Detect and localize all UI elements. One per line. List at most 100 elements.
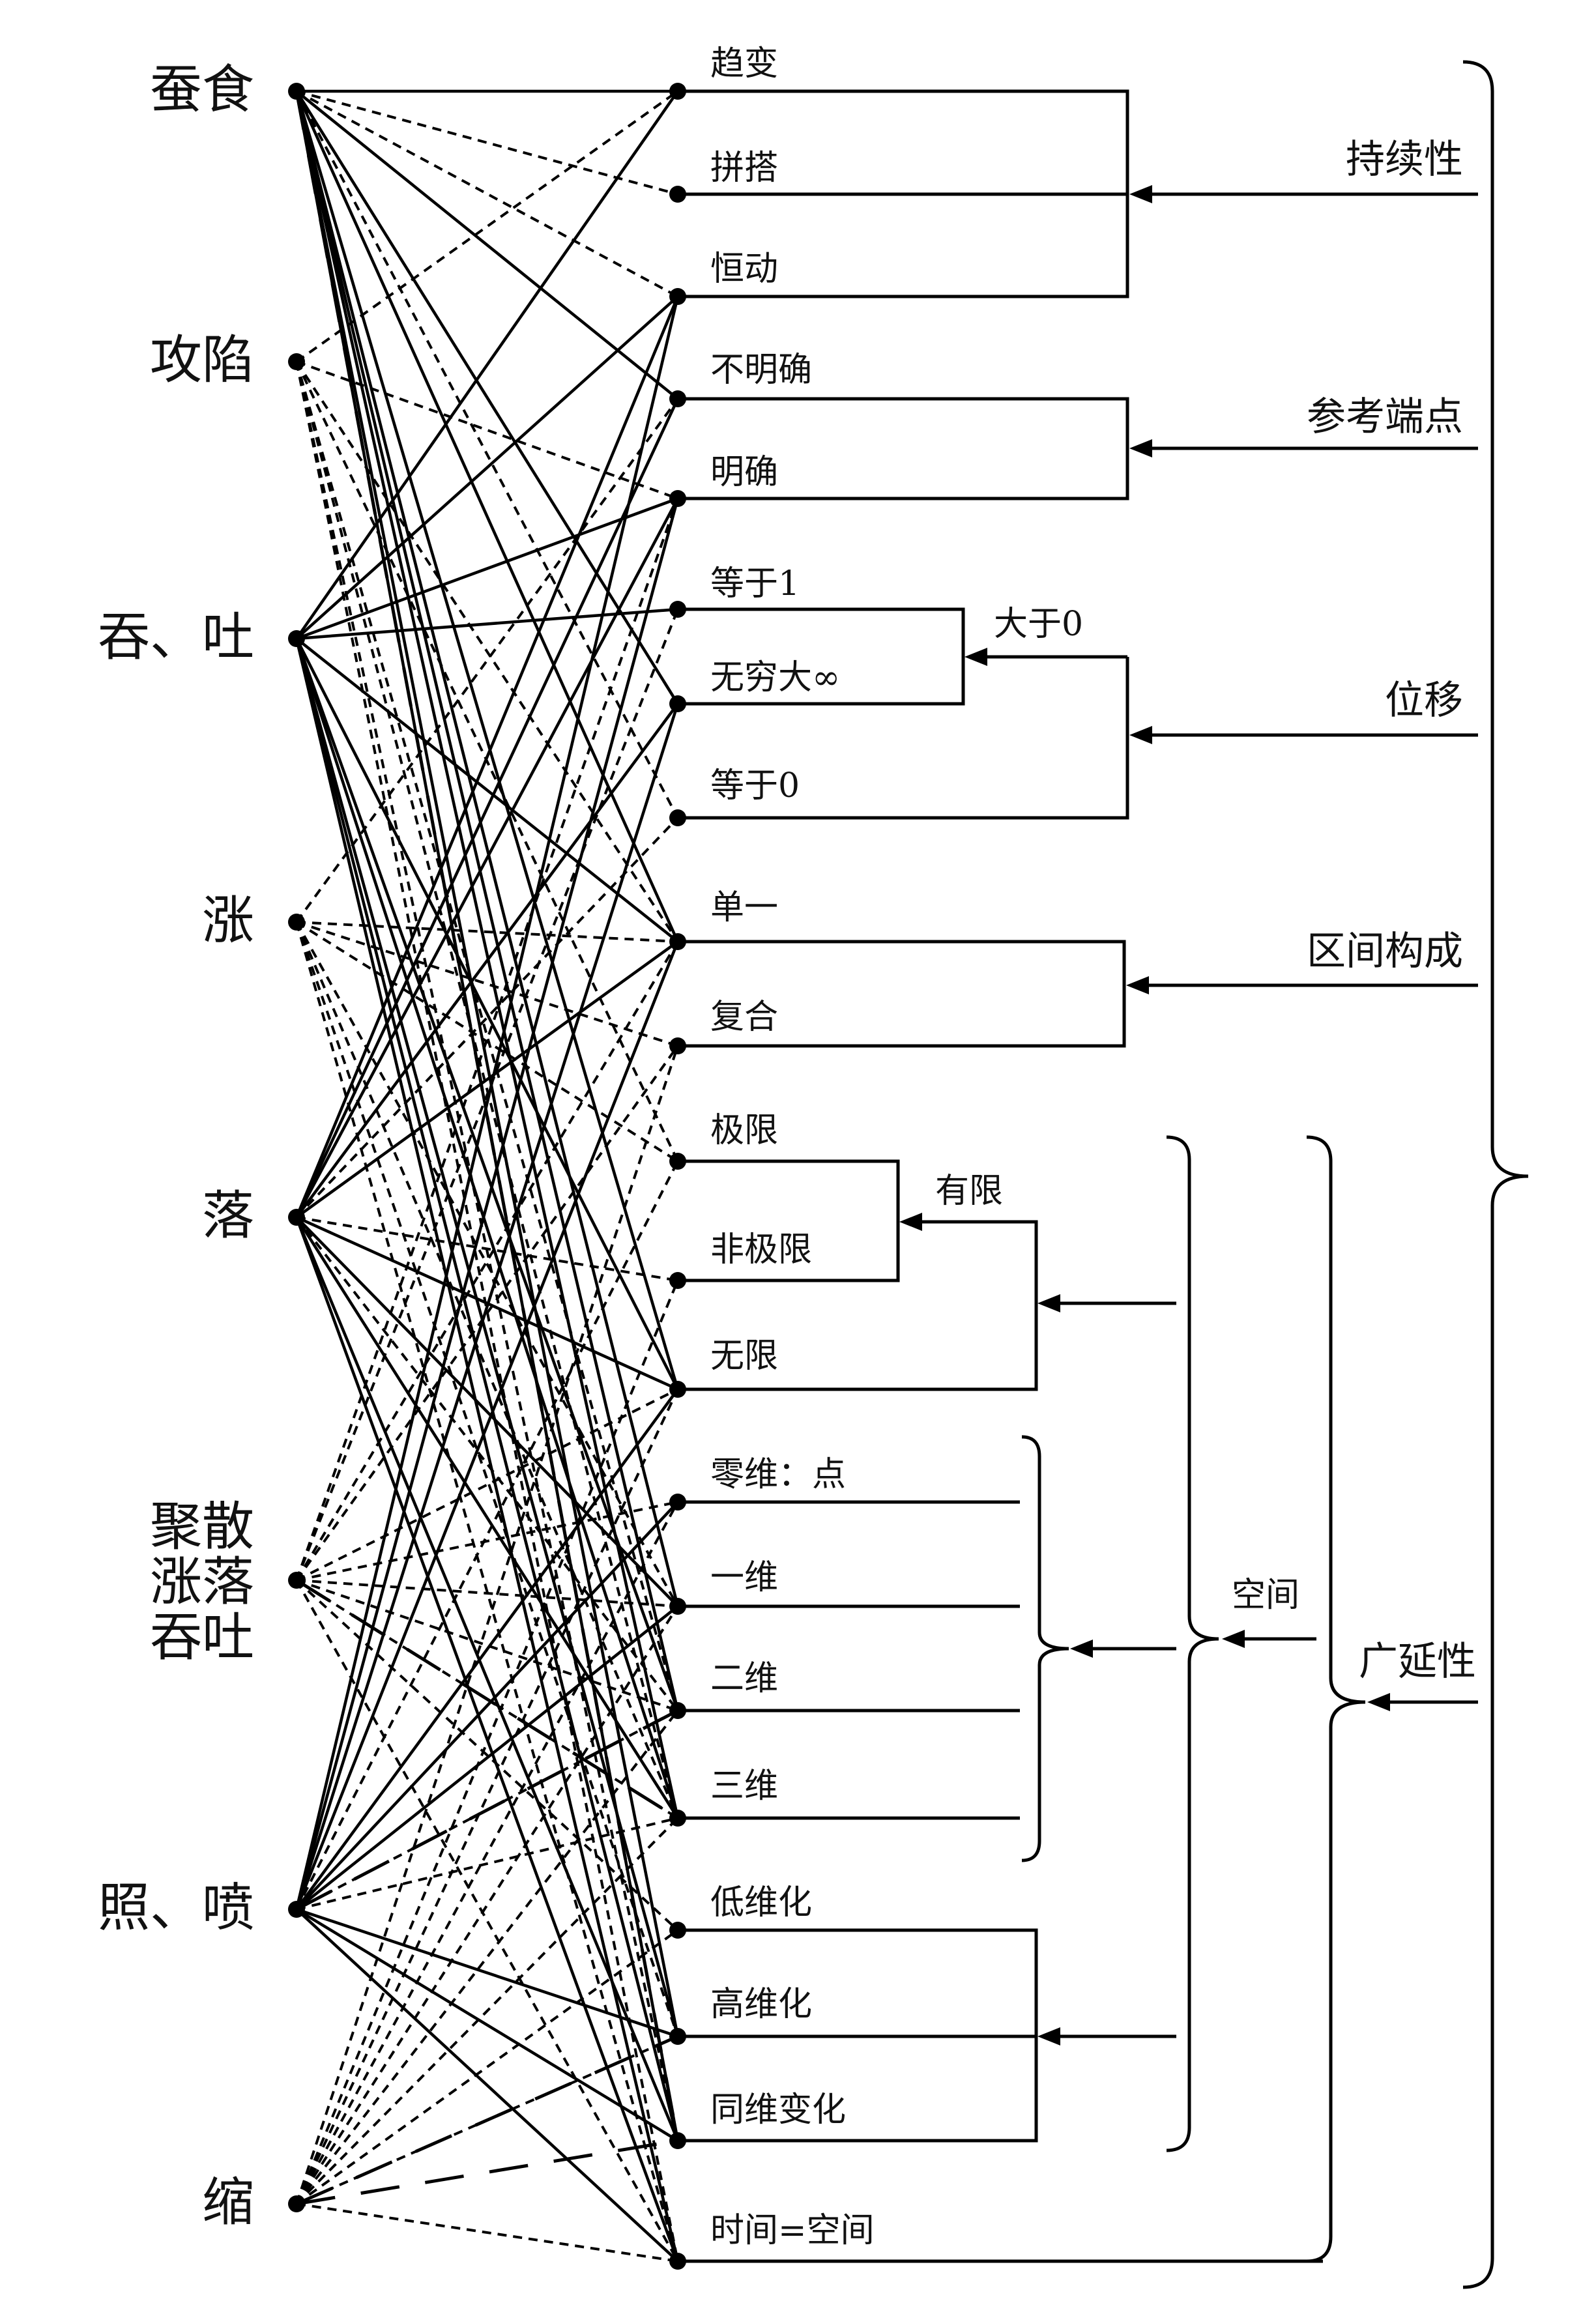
link-solid-zhaopen-shijian — [295, 1908, 679, 2263]
feature-label-bumingque: 不明确 — [710, 351, 812, 390]
feature-label-yiwei: 一维 — [710, 1558, 778, 1597]
verb-node-tuntu — [288, 630, 305, 647]
finite-to-space-arrowhead — [1037, 1294, 1060, 1312]
feature-label-mingque: 明确 — [710, 453, 778, 492]
link-dashed-group-shijian — [295, 1580, 679, 2262]
link-long-dashed-group-sanwei — [295, 1578, 679, 1820]
feature-label-shijian: 时间=空间 — [710, 2211, 875, 2250]
greater-zero-arrowhead — [965, 648, 987, 666]
verb-label-group-line1: 聚散 — [150, 1496, 254, 1557]
link-dashed-zhang-shijian — [295, 921, 679, 2262]
link-solid-tuntu-gaowei — [295, 638, 680, 2037]
link-dashed-group-yiwei — [296, 1579, 678, 1608]
interval-bracket — [678, 940, 1126, 1048]
link-dashed-group-lingwei — [296, 1501, 678, 1582]
link-dashed-luo-deng0 — [295, 817, 679, 1219]
link-dashed-zhang-danyi — [296, 921, 678, 943]
dimension-arrowhead — [1070, 1640, 1093, 1658]
link-dashed-zhang-gaowei — [295, 921, 679, 2037]
verb-node-zhang — [288, 914, 305, 931]
feature-label-deng1: 等于1 — [710, 564, 800, 603]
sublabel-space: 空间 — [1232, 1576, 1299, 1615]
feature-label-erwei: 二维 — [710, 1659, 778, 1698]
link-dashed-zhaopen-jixian — [295, 1161, 679, 1910]
verb-label-zhang: 涨 — [202, 890, 254, 951]
displacement-bracket — [678, 657, 1129, 820]
category-label-displacement: 位移 — [1385, 678, 1463, 723]
link-dashed-suo-fuhe — [295, 1045, 679, 2205]
feature-label-pinda: 拼搭 — [710, 149, 778, 188]
link-dashed-gongxian-danyi — [295, 360, 679, 943]
link-long-dashed-suo-gaowei — [295, 2034, 679, 2206]
link-solid-canshi-erwei — [295, 91, 680, 1711]
verb-label-zhaopen: 照、喷 — [98, 1877, 254, 1938]
verb-node-suo — [288, 2195, 305, 2212]
link-solid-tuntu-hengdong — [295, 295, 679, 640]
displacement-arrowhead — [1129, 726, 1152, 744]
link-dashed-suo-diwei — [295, 1929, 679, 2205]
link-dashed-group-mingque — [295, 498, 679, 1581]
link-solid-tuntu-mingque — [296, 497, 678, 641]
link-dashed-zhaopen-sanwei — [296, 1817, 678, 1911]
link-dashed-suo-feijixian — [295, 1280, 679, 2205]
link-solid-zhaopen-tongwei — [295, 1908, 679, 2142]
link-dashed-gongxian-mingque — [296, 360, 678, 500]
link-solid-zhaopen-wuqiong — [295, 703, 680, 1910]
link-dashed-canshi-deng0 — [295, 91, 679, 818]
link-dashed-canshi-hengdong — [296, 90, 678, 298]
link-solid-canshi-yiwei — [295, 91, 680, 1607]
link-solid-tuntu-tongwei — [295, 638, 680, 2141]
link-solid-tuntu-wuxian — [295, 637, 680, 1391]
feature-label-sanwei: 三维 — [710, 1767, 778, 1806]
link-solid-canshi-gaowei — [295, 91, 680, 2037]
link-dashed-suo-sanwei — [295, 1817, 679, 2205]
link-long-dashed-canshi-tongwei — [295, 91, 680, 2141]
link-solid-luo-yiwei — [295, 1216, 679, 1608]
extension-curly-brace — [1306, 1135, 1366, 2263]
link-solid-canshi-danyi — [295, 91, 680, 942]
link-solid-zhaopen-mingque — [295, 498, 680, 1910]
verb-label-group-line2: 涨落 — [150, 1552, 254, 1612]
link-solid-zhaopen-danyi — [295, 941, 680, 1910]
link-solid-luo-tongwei — [295, 1217, 680, 2141]
feature-label-danyi: 单一 — [710, 888, 778, 927]
verb-node-zhaopen — [288, 1901, 305, 1918]
feature-layer: 趋变 拼搭 恒动 不明确 明确 等于1 无穷大∞ 等于0 单一 复合 极限 非极… — [669, 44, 875, 2270]
link-dashed-gongxian-tongwei — [295, 361, 679, 2141]
feature-label-feijixian: 非极限 — [710, 1230, 812, 1269]
link-long-dashed-zhaopen-erwei — [295, 1709, 679, 1911]
link-dashed-group-deng1 — [295, 609, 679, 1581]
link-dashed-zhang-bumingque — [295, 398, 679, 923]
feature-label-hengdong: 恒动 — [710, 250, 778, 289]
dimension-curly-brace — [1021, 1435, 1069, 1862]
link-dashed-zhang-sanwei — [295, 921, 679, 1819]
link-solid-tuntu-deng1 — [296, 607, 678, 641]
verb-node-canshi — [288, 83, 305, 100]
verb-node-luo — [288, 1209, 305, 1226]
link-solid-luo-wuqiong — [295, 702, 679, 1219]
feature-label-diwei: 低维化 — [710, 1883, 812, 1922]
link-dashed-zhang-yiwei — [295, 921, 679, 1607]
link-solid-zhaopen-yiwei — [295, 1605, 679, 1911]
link-solid-luo-mingque — [295, 497, 679, 1219]
link-solid-canshi-wuxian — [295, 91, 680, 1390]
link-dashed-zhang-fuhe — [296, 921, 678, 1047]
dimension-change-arrowhead — [1037, 2027, 1060, 2046]
sublabel-greater-zero: 大于0 — [994, 605, 1083, 644]
feature-label-tongwei: 同维变化 — [710, 2090, 846, 2130]
link-dashed-group-wuxian — [296, 1388, 678, 1582]
link-dashed-group-diwei — [295, 1579, 679, 1931]
verb-label-tuntu: 吞、吐 — [98, 607, 254, 667]
feature-label-jixian: 极限 — [710, 1111, 778, 1150]
feature-label-wuqiong: 无穷大∞ — [710, 658, 840, 697]
finite-arrowhead — [899, 1213, 922, 1231]
link-dashed-suo-erwei — [295, 1709, 679, 2205]
link-solid-tuntu-qubian — [295, 90, 679, 640]
space-arrowhead — [1222, 1630, 1245, 1648]
feature-label-gaowei: 高维化 — [710, 1985, 812, 2024]
extension-arrowhead — [1367, 1693, 1390, 1711]
persistence-arrowhead — [1129, 185, 1152, 203]
link-solid-luo-danyi — [295, 940, 679, 1219]
feature-label-lingwei: 零维：点 — [710, 1455, 846, 1494]
